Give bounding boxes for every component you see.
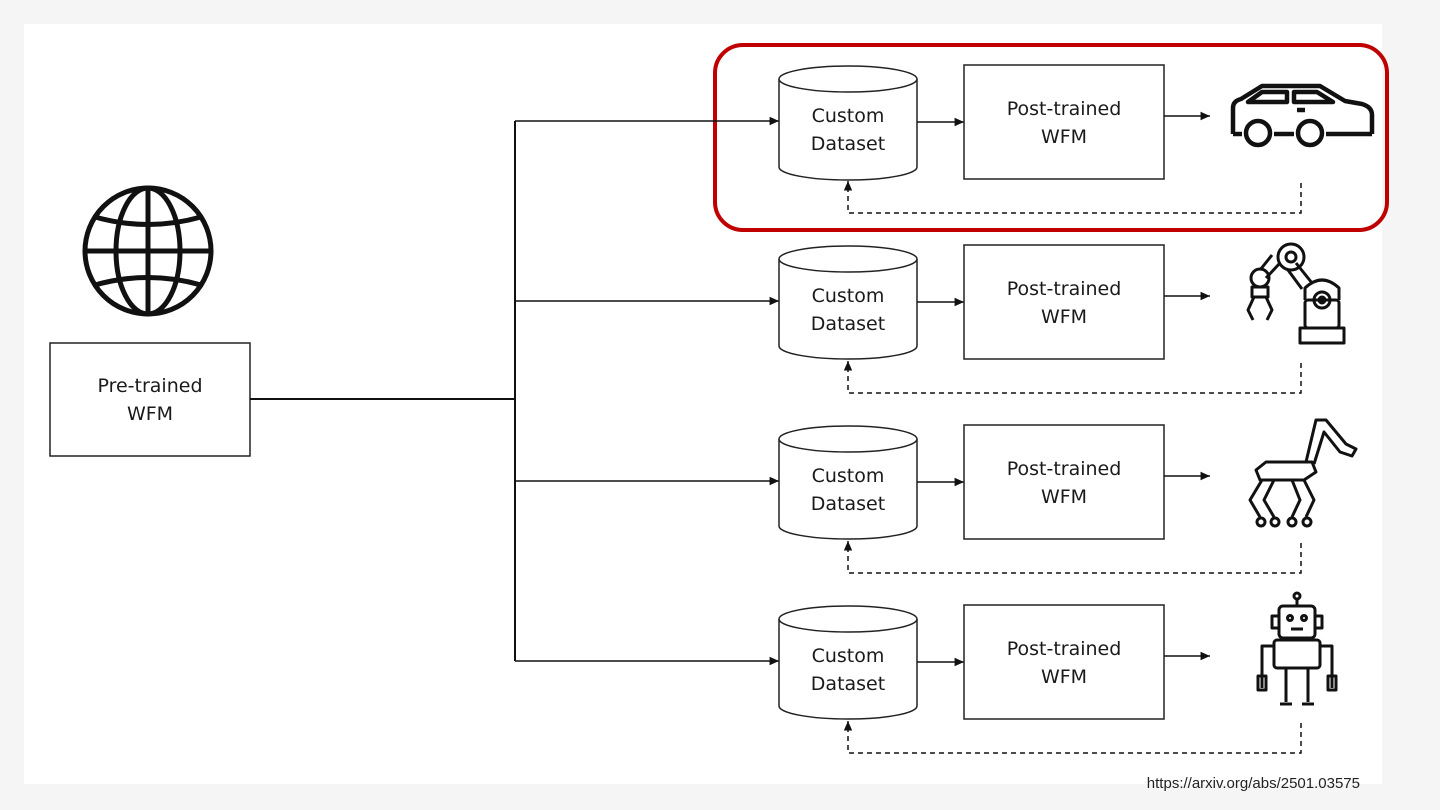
posttrained-label-line1: Post-trained — [1007, 638, 1122, 660]
posttrained-label-line2: WFM — [1041, 306, 1087, 328]
dataset-label-line2: Dataset — [811, 673, 885, 695]
posttrained-wfm-box: Post-trained WFM — [963, 424, 1165, 540]
quadruped-robot-icon — [1248, 418, 1358, 528]
posttrained-label-line2: WFM — [1041, 666, 1087, 688]
custom-dataset-cylinder: Custom Dataset — [778, 605, 918, 720]
feedback-loop-arrow — [843, 181, 1302, 214]
dataset-label-line1: Custom — [812, 285, 885, 307]
pretrained-wfm-box: Pre-trained WFM — [49, 342, 251, 457]
custom-dataset-cylinder: Custom Dataset — [778, 425, 918, 540]
posttrained-label-line2: WFM — [1041, 486, 1087, 508]
dataset-label-line2: Dataset — [811, 313, 885, 335]
dataset-label-line2: Dataset — [811, 133, 885, 155]
dataset-label-line1: Custom — [812, 105, 885, 127]
feedback-loop-arrow — [843, 541, 1302, 574]
highlight-frame — [713, 43, 1389, 232]
dataset-label-line1: Custom — [812, 645, 885, 667]
feedback-loop-arrow — [843, 721, 1302, 754]
posttrained-label-line1: Post-trained — [1007, 98, 1122, 120]
posttrained-wfm-box: Post-trained WFM — [963, 64, 1165, 180]
posttrained-label-line1: Post-trained — [1007, 278, 1122, 300]
pipeline-row-3: Custom Dataset Post-trained WFM — [515, 418, 1358, 574]
pretrained-label-line2: WFM — [127, 403, 173, 425]
pretrained-label-line1: Pre-trained — [97, 375, 202, 397]
custom-dataset-cylinder: Custom Dataset — [778, 65, 918, 181]
posttrained-wfm-box: Post-trained WFM — [963, 604, 1165, 720]
globe-icon — [82, 185, 214, 317]
posttrained-label-line1: Post-trained — [1007, 458, 1122, 480]
feedback-loop-arrow — [843, 361, 1302, 394]
dataset-label-line2: Dataset — [811, 493, 885, 515]
pipeline-row-4: Custom Dataset Post-trained WFM — [515, 591, 1338, 754]
dataset-label-line1: Custom — [812, 465, 885, 487]
posttrained-label-line2: WFM — [1041, 126, 1087, 148]
source-url[interactable]: https://arxiv.org/abs/2501.03575 — [1146, 775, 1360, 792]
pipeline-row-2: Custom Dataset Post-trained WFM — [515, 242, 1346, 394]
humanoid-robot-icon — [1256, 591, 1338, 706]
posttrained-wfm-box: Post-trained WFM — [963, 244, 1165, 360]
custom-dataset-cylinder: Custom Dataset — [778, 245, 918, 360]
robot-arm-icon — [1246, 242, 1346, 345]
car-icon — [1230, 83, 1375, 148]
pipeline-row-1: Custom Dataset Post-trained WFM — [515, 43, 1389, 232]
branch-connectors — [250, 121, 516, 661]
